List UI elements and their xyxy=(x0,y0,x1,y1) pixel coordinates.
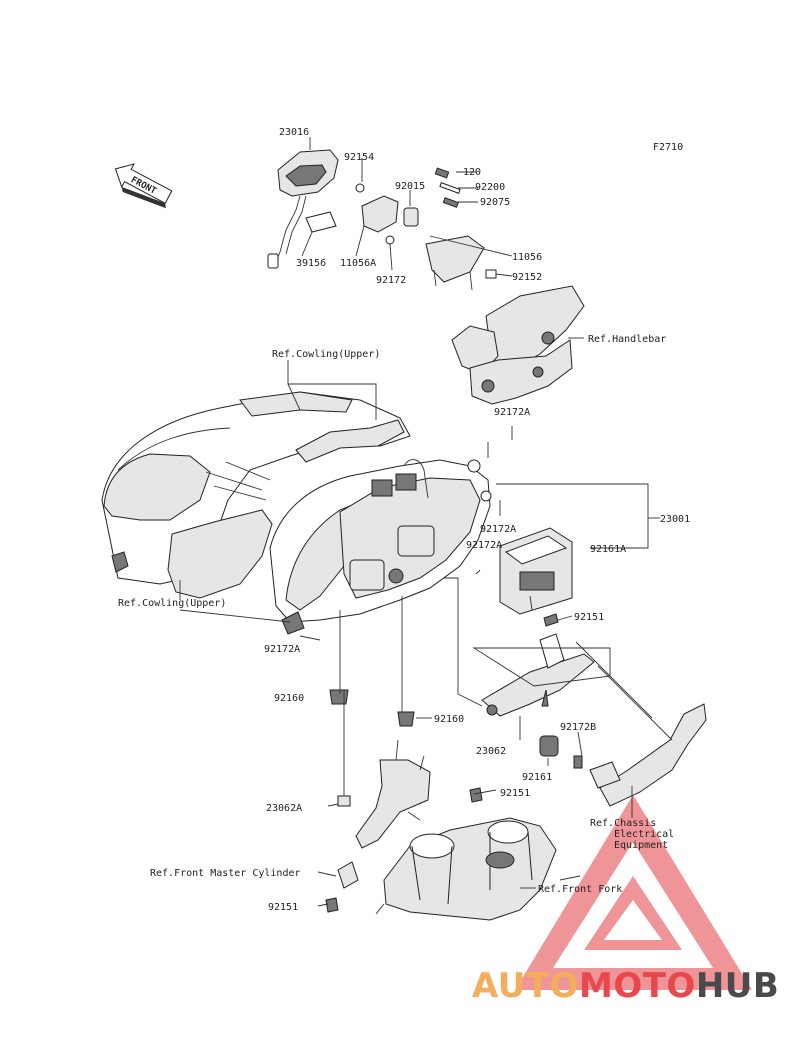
watermark-logo: AUTOMOTOHUB xyxy=(472,966,779,1006)
ecu-module xyxy=(499,527,573,615)
front-direction-arrow-icon: FRONT xyxy=(114,163,173,209)
part-23062: 23062 xyxy=(476,746,506,757)
ref-front-master-cylinder: Ref.Front Master Cylinder xyxy=(150,868,301,879)
part-92172A-b: 92172A xyxy=(480,524,516,535)
part-92160-a: 92160 xyxy=(274,693,304,704)
ref-cowling-upper-top: Ref.Cowling(Upper) xyxy=(272,349,380,360)
part-92160-b: 92160 xyxy=(434,714,464,725)
lower-brackets xyxy=(325,613,707,913)
diagram-code: F2710 xyxy=(653,142,683,153)
part-92161: 92161 xyxy=(522,772,552,783)
part-92015: 92015 xyxy=(395,181,425,192)
part-23001: 23001 xyxy=(660,514,690,525)
upper-cowling xyxy=(101,391,411,599)
part-11056: 11056 xyxy=(512,252,542,263)
part-92154: 92154 xyxy=(344,152,374,163)
part-92172B: 92172B xyxy=(560,722,596,733)
part-92151-a: 92151 xyxy=(574,612,604,623)
part-92172A-d: 92172A xyxy=(264,644,300,655)
part-92161A: 92161A xyxy=(590,544,626,555)
part-92152: 92152 xyxy=(512,272,542,283)
part-120: 120 xyxy=(463,167,481,178)
part-92151-b: 92151 xyxy=(500,788,530,799)
ref-cowling-upper-left: Ref.Cowling(Upper) xyxy=(118,598,226,609)
watermark-hub: HUB xyxy=(696,966,779,1006)
part-23016: 23016 xyxy=(279,127,309,138)
ref-front-fork: Ref.Front Fork xyxy=(538,884,622,895)
ref-chassis-line3: Equipment xyxy=(614,840,668,851)
part-39156: 39156 xyxy=(296,258,326,269)
front-fork-area xyxy=(375,817,581,921)
top-bracket-assembly xyxy=(267,149,585,405)
svg-text:AUTOMOTOHUB: AUTOMOTOHUB xyxy=(472,966,779,1006)
headlight-assembly xyxy=(269,459,492,635)
part-92172-top: 92172 xyxy=(376,275,406,286)
watermark-auto: AUTO xyxy=(472,966,579,1006)
watermark-moto: MOTO xyxy=(579,966,696,1006)
part-11056A: 11056A xyxy=(340,258,376,269)
part-92172A-c: 92172A xyxy=(466,540,502,551)
part-23062A: 23062A xyxy=(266,803,302,814)
leader-lines xyxy=(179,137,673,907)
ref-chassis-line2: Electrical xyxy=(614,829,674,840)
ref-chassis-line1: Ref.Chassis xyxy=(590,818,656,829)
watermark-triangle-icon xyxy=(515,795,752,990)
part-92200: 92200 xyxy=(475,182,505,193)
part-labels: F2710 23016 92154 92015 120 92200 92075 … xyxy=(118,127,690,913)
part-92172A-a: 92172A xyxy=(494,407,530,418)
ref-handlebar: Ref.Handlebar xyxy=(588,334,666,345)
part-92075: 92075 xyxy=(480,197,510,208)
part-92151-c: 92151 xyxy=(268,902,298,913)
